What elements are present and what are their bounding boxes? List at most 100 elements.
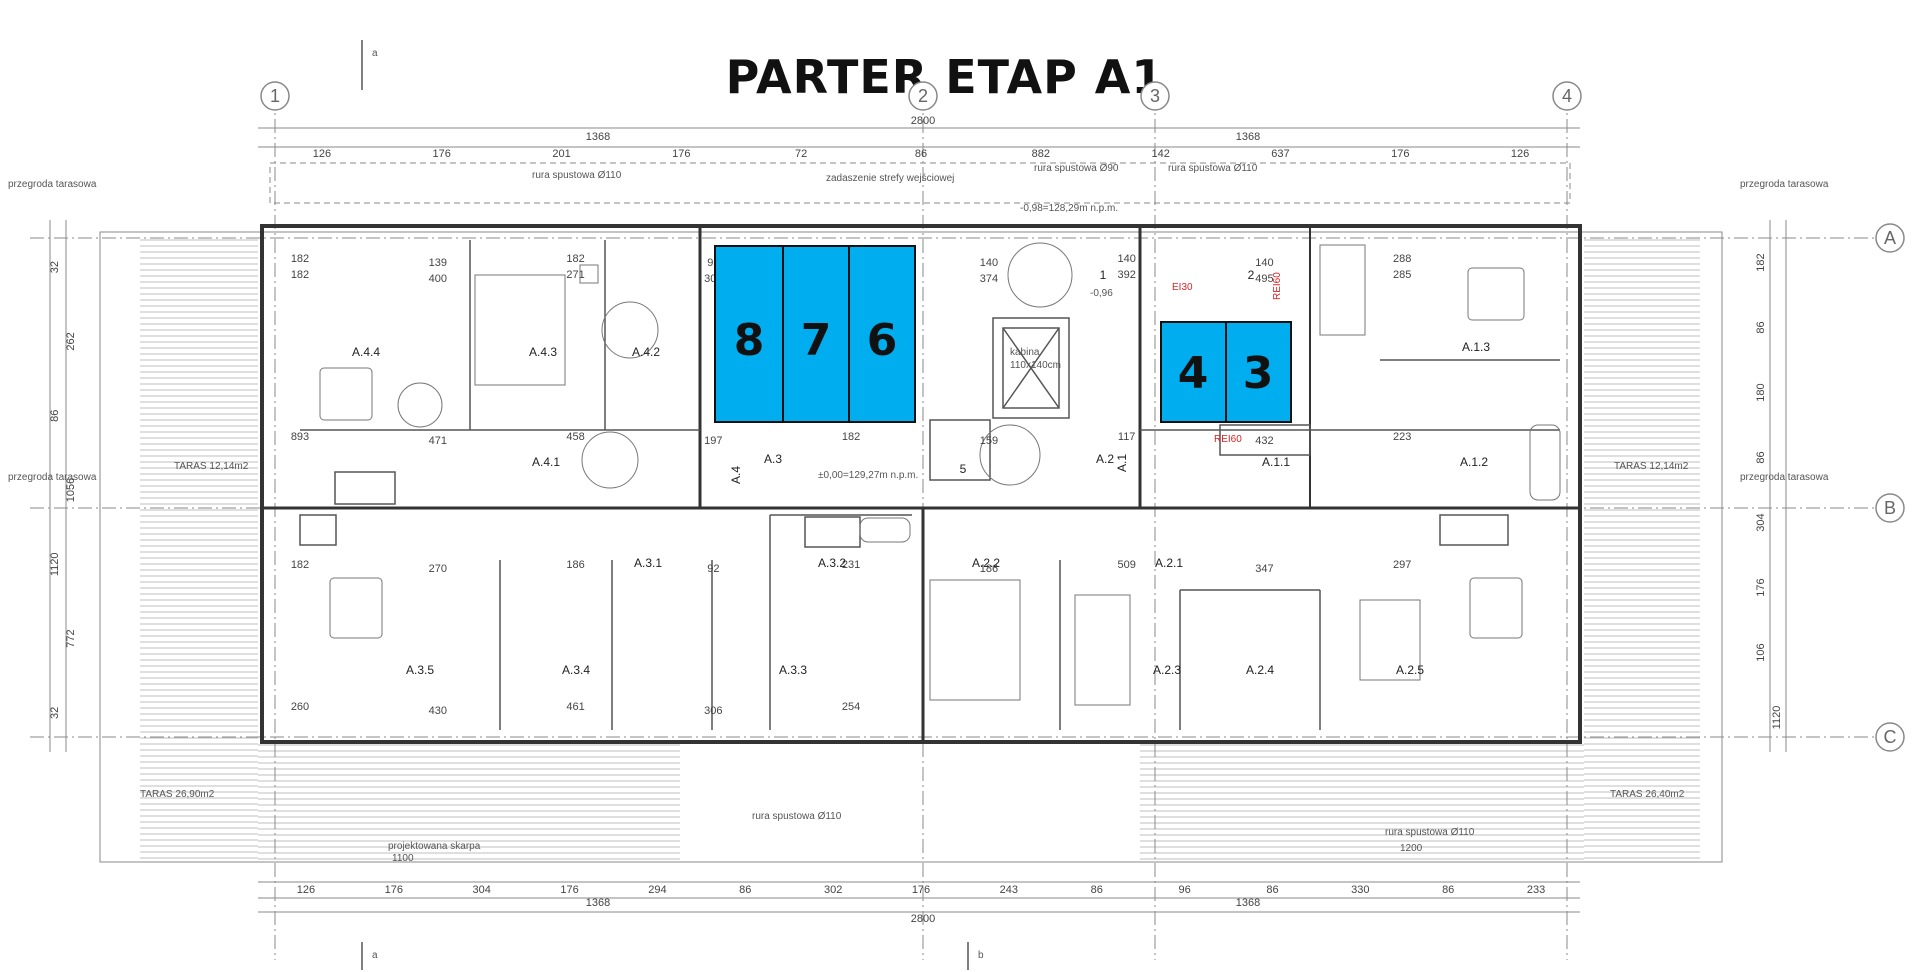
dim-top-value: 201 <box>552 148 570 160</box>
axis-c-label: C <box>1884 727 1897 747</box>
note-right-dim: 1200 <box>1400 843 1423 854</box>
dim-inner-value: 430 <box>429 705 447 717</box>
dim-bottom-half-left: 1368 <box>586 897 610 909</box>
room-label: A.1.2 <box>1460 455 1488 469</box>
note-kabina: kabina <box>1010 347 1040 358</box>
unit-6-label: 6 <box>867 315 898 366</box>
room-label: A.1.3 <box>1462 340 1490 354</box>
dim-inner-value: 432 <box>1255 435 1273 447</box>
dim-inner-value: 223 <box>1393 431 1411 443</box>
dim-left-value: 772 <box>65 629 77 647</box>
unit-3-area[interactable] <box>1225 321 1292 423</box>
dim-inner-value: 495 <box>1255 273 1273 285</box>
axis-2-label: 2 <box>918 86 928 106</box>
axis-a-label: A <box>1884 228 1896 248</box>
dim-inner-value: 471 <box>429 435 447 447</box>
room-label: A.2.5 <box>1396 663 1424 677</box>
dim-top-half-left: 1368 <box>586 131 610 143</box>
dim-left-value: 1120 <box>49 552 61 576</box>
dim-bottom-value: 96 <box>1178 884 1190 896</box>
section-marker-a-top: a <box>372 48 378 59</box>
dim-bottom-value: 86 <box>739 884 751 896</box>
plan-title: PARTER ETAP A1 <box>725 50 1165 104</box>
note-kabina-size: 110x140cm <box>1010 360 1061 371</box>
unit-6-area[interactable] <box>848 245 916 423</box>
note-przegroda-tl: przegroda tarasowa <box>8 179 97 190</box>
dim-inner-value: 458 <box>566 431 584 443</box>
note-rura-right: rura spustowa Ø110 <box>1168 163 1258 174</box>
note-rura-90: rura spustowa Ø90 <box>1034 163 1119 174</box>
building-walls <box>260 224 1582 744</box>
dim-inner-value: 197 <box>704 435 722 447</box>
note-level-small: -0,96 <box>1090 288 1113 299</box>
dim-top-total: 2800 <box>911 115 935 127</box>
note-ei30: EI30 <box>1172 282 1193 293</box>
dim-bottom-value: 176 <box>912 884 930 896</box>
dim-bottom-value: 330 <box>1351 884 1369 896</box>
dim-left-value: 32 <box>49 707 61 719</box>
room-label: A.2.4 <box>1246 663 1274 677</box>
dim-inner-value: 271 <box>566 269 584 281</box>
unit-4-label: 4 <box>1178 348 1209 399</box>
dim-bottom-value: 302 <box>824 884 842 896</box>
dim-right-value: 180 <box>1755 383 1767 401</box>
room-label: A.4.3 <box>529 345 557 359</box>
note-skarpa: projektowana skarpa <box>388 841 481 852</box>
axis-3-label: 3 <box>1150 86 1160 106</box>
dim-inner-value: 186 <box>980 563 998 575</box>
unit-7-label: 7 <box>801 315 832 366</box>
dim-right-value: 1120 <box>1771 706 1783 730</box>
dim-bottom-value: 304 <box>472 884 490 896</box>
dim-inner-value: 297 <box>1393 559 1411 571</box>
dim-right-value: 176 <box>1755 578 1767 596</box>
note-przegroda-mr: przegroda tarasowa <box>1740 472 1829 483</box>
small-number-2: 2 <box>1248 268 1255 282</box>
note-taras-bl: TARAS 26,90m2 <box>140 789 215 800</box>
section-markers <box>361 40 969 970</box>
dim-inner-value: 347 <box>1255 563 1273 575</box>
note-taras-left: TARAS 12,14m2 <box>174 461 249 472</box>
highlighted-units <box>714 245 1292 423</box>
dim-right-value: 182 <box>1755 253 1767 271</box>
dim-top-value: 126 <box>313 148 331 160</box>
dim-left-value: 1056 <box>65 478 77 502</box>
axis-b-label: B <box>1884 498 1896 518</box>
dim-inner-value: 182 <box>566 253 584 265</box>
dim-bottom-value: 176 <box>385 884 403 896</box>
room-label: A.3.3 <box>779 663 807 677</box>
dim-bottom-value: 86 <box>1091 884 1103 896</box>
note-taras-br: TARAS 26,40m2 <box>1610 789 1685 800</box>
dim-right-value: 304 <box>1755 513 1767 531</box>
dim-bottom-value: 86 <box>1442 884 1454 896</box>
unit-8-area[interactable] <box>714 245 784 423</box>
note-rura-left: rura spustowa Ø110 <box>532 170 622 181</box>
dim-bottom-value: 233 <box>1527 884 1545 896</box>
room-label: A.3.5 <box>406 663 434 677</box>
axis-bubbles <box>260 81 1905 752</box>
dim-inner-value: 186 <box>566 559 584 571</box>
dim-inner-value: 140 <box>1117 253 1135 265</box>
room-label: A.3.1 <box>634 556 662 570</box>
dim-inner-value: 260 <box>291 701 309 713</box>
room-label: A.2.3 <box>1153 663 1181 677</box>
dim-inner-value: 159 <box>980 435 998 447</box>
unit-7-area[interactable] <box>782 245 850 423</box>
room-label: A.3 <box>764 452 782 466</box>
dim-top-value: 142 <box>1151 148 1169 160</box>
dim-right-value: 86 <box>1755 321 1767 333</box>
dim-inner-value: 306 <box>704 705 722 717</box>
dim-top-value: 176 <box>433 148 451 160</box>
note-level-main: ±0,00=129,27m n.p.m. <box>818 470 918 481</box>
dim-top-value: 72 <box>795 148 807 160</box>
dim-inner-value: 139 <box>429 257 447 269</box>
room-label: A.4 <box>729 466 743 484</box>
dim-top-value: 126 <box>1511 148 1529 160</box>
note-skarpa-dim: 1100 <box>392 853 414 864</box>
note-zadaszenie: zadaszenie strefy wejściowej <box>826 173 954 184</box>
small-number-5: 5 <box>960 462 967 476</box>
dim-inner-value: 182 <box>842 431 860 443</box>
